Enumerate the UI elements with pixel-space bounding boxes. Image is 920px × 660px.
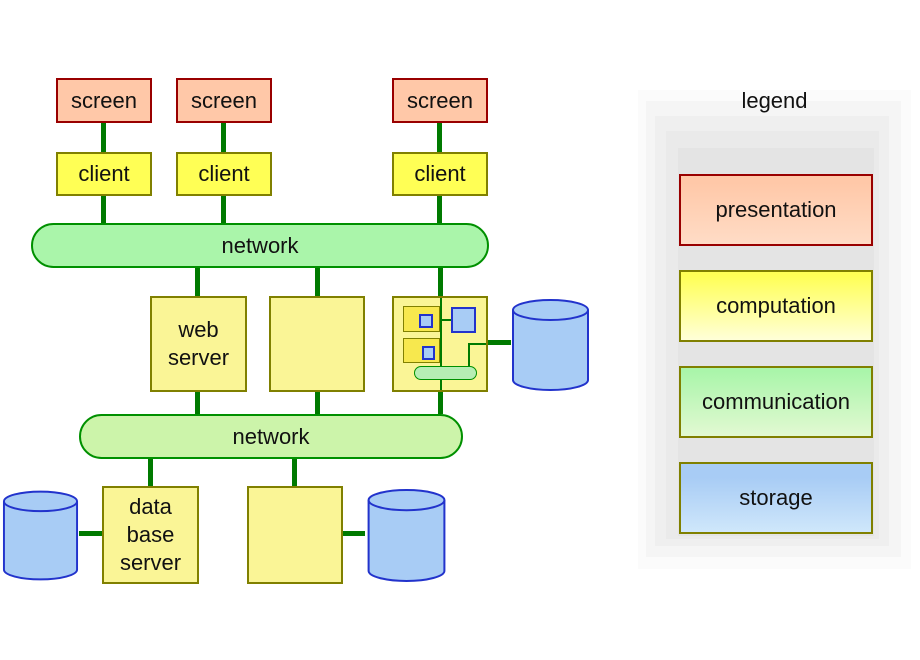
connector-webserver-network2: [195, 392, 200, 414]
connector-appserver-network2: [315, 392, 320, 414]
database-cylinder-middle: [512, 299, 589, 391]
connector-server-cylinder-right: [343, 531, 365, 536]
legend-item-presentation: presentation: [679, 174, 873, 246]
connector-network2-dbserver: [148, 459, 153, 486]
connector-network-webserver: [195, 268, 200, 296]
network-bar-bottom: network: [79, 414, 463, 459]
internal-network-pill: [414, 366, 477, 380]
process2-state-square: [422, 346, 435, 360]
screen-box-2: screen: [176, 78, 272, 123]
connector-complexserver-network2: [438, 392, 443, 414]
internal-line-below-pill: [440, 380, 442, 390]
client-box-2: client: [176, 152, 272, 196]
bottom-server-box: [247, 486, 343, 584]
internal-bus-line: [440, 298, 442, 367]
process1-state-square: [419, 314, 433, 328]
legend-title: legend: [741, 88, 808, 113]
database-cylinder-left: [2, 490, 79, 581]
internal-line-pill-right: [468, 343, 470, 370]
connector-screen2-client2: [221, 123, 226, 152]
shared-storage-square: [451, 307, 476, 333]
client-box-1: client: [56, 152, 152, 196]
legend-item-communication: communication: [679, 366, 873, 438]
connector-network2-server: [292, 459, 297, 486]
connector-server-database: [488, 340, 511, 345]
connector-screen1-client1: [101, 123, 106, 152]
connector-network-appserver: [315, 268, 320, 296]
application-server-box: [269, 296, 365, 392]
connector-client2-network: [221, 196, 226, 223]
complex-server-box: [392, 296, 488, 392]
connector-cylinder-dbserver: [79, 531, 102, 536]
connector-client3-network: [437, 196, 442, 223]
client-box-3: client: [392, 152, 488, 196]
legend-item-computation: computation: [679, 270, 873, 342]
screen-box-3: screen: [392, 78, 488, 123]
screen-box-1: screen: [56, 78, 152, 123]
legend-item-storage: storage: [679, 462, 873, 534]
internal-line-process-storage: [433, 319, 453, 321]
connector-network-complexserver: [438, 268, 443, 296]
database-server-box: data base server: [102, 486, 199, 584]
connector-screen3-client3: [437, 123, 442, 152]
network-bar-top: network: [31, 223, 489, 268]
database-cylinder-right: [367, 489, 446, 582]
internal-line-to-database: [468, 343, 486, 345]
web-server-box: web server: [150, 296, 247, 392]
connector-client1-network: [101, 196, 106, 223]
